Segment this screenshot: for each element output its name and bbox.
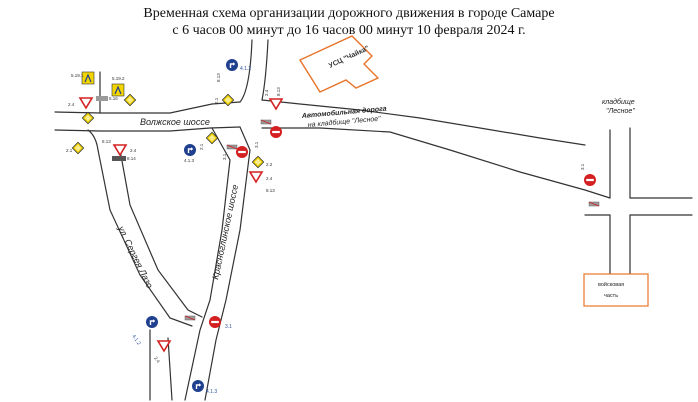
code-2-1-c: 2.1 [199,143,204,150]
code-3-1-far: 3.1 [580,163,585,170]
priority-sign-2-2 [251,155,265,169]
road-network [54,39,693,401]
direction-sign-4-1-3-mid [183,143,197,157]
crosswalk-figure-icon-2 [114,85,122,95]
code-2-4-mid: 2.4 [130,148,137,153]
military-unit-label-1: войсковая [598,281,624,288]
yield-sign-top [269,98,283,110]
code-2-4-right: 2.4 [266,176,273,181]
code-8-13-a: 8.13 [216,73,221,82]
code-8-13-top: 8.13 [276,87,281,96]
direction-sign-4-1-2-bottom [145,315,159,329]
north-road-east-edge [261,39,269,101]
cemetery-road-north-edge [261,99,586,146]
lazo-street-name: ул. Сергея Лазо [116,224,155,290]
code-2-4-bottom: 2.4 [153,356,161,364]
crosswalk-figure-icon [84,73,92,83]
barrier-top [260,119,272,125]
volzhskoe-road-top-edge [54,101,241,114]
code-8-13-right: 8.13 [266,188,275,193]
barrier-far-right [588,201,600,207]
code-4-1-2-bottom: 4.1.2 [130,334,141,347]
cemetery-label-2: "Лесное" [606,108,635,115]
code-5-19-2: 5.19.2 [112,76,125,81]
lazo-street-east-edge [119,149,203,318]
north-road-west-edge [239,39,253,103]
barrier-mid [226,144,238,150]
lazo-corner [87,129,99,151]
code-3-1-c: 3.1 [225,324,232,330]
lazo-street-west-edge [97,149,193,327]
direction-sign-4-1-2-top [225,58,239,72]
krasnoglinskoe-east-edge [204,126,251,401]
scheme-title-line2: с 6 часов 00 минут до 16 часов 00 минут … [172,23,526,38]
no-entry-sign-3-1-c [209,316,221,328]
code-2-2: 2.2 [266,162,273,167]
code-2-4-left: 2.4 [68,102,75,107]
code-5-16: 5.16 [109,96,118,101]
military-unit-label-2: часть [604,293,618,299]
cemetery-road-south-edge [261,127,611,199]
code-4-1-2-top: 4.1.2 [240,66,251,72]
yield-sign-right [249,171,263,183]
volzhskoe-road-name: Волжское шоссе [140,117,210,127]
priority-sign-lazo [71,141,85,155]
code-2-4-top: 2.4 [264,89,269,96]
code-2-1-b: 2.1 [66,148,73,153]
sign-8-14-plate [112,156,126,161]
priority-sign-left [81,111,95,125]
direction-sign-4-1-3-bottom [191,379,205,393]
scheme-title-line1: Временная схема организации дорожного дв… [143,6,555,21]
code-3-1-a: 3.1 [222,153,227,160]
code-2-1-a: 2.1 [214,97,219,104]
no-entry-sign-3-1-b [270,126,282,138]
cemetery-label-1: кладбище [602,98,635,106]
military-unit-area [583,273,649,307]
lower-road-east [167,337,173,401]
sign-5-16-plate [96,96,108,101]
krasnoglinskoe-west-edge [184,127,231,401]
code-4-1-3-bottom: 4.1.3 [206,389,217,395]
code-8-13-b: 8.13 [102,139,111,144]
priority-sign-top [221,93,235,107]
usc-chaika-building [298,35,380,93]
volzhskoe-road-bottom-edge [54,126,241,132]
yield-sign-lazo [113,144,127,156]
code-3-1-b: 3.1 [254,141,259,148]
no-entry-sign-far-right [584,174,596,186]
barrier-bottom [184,315,196,321]
priority-sign-left-2 [123,93,137,107]
code-4-1-3-mid: 4.1.3 [184,158,195,163]
yield-sign-left [79,97,93,109]
code-5-19-1: 5.19.1 [71,73,84,78]
code-8-14: 8.14 [127,156,136,161]
no-entry-sign-3-1-a [236,146,248,158]
